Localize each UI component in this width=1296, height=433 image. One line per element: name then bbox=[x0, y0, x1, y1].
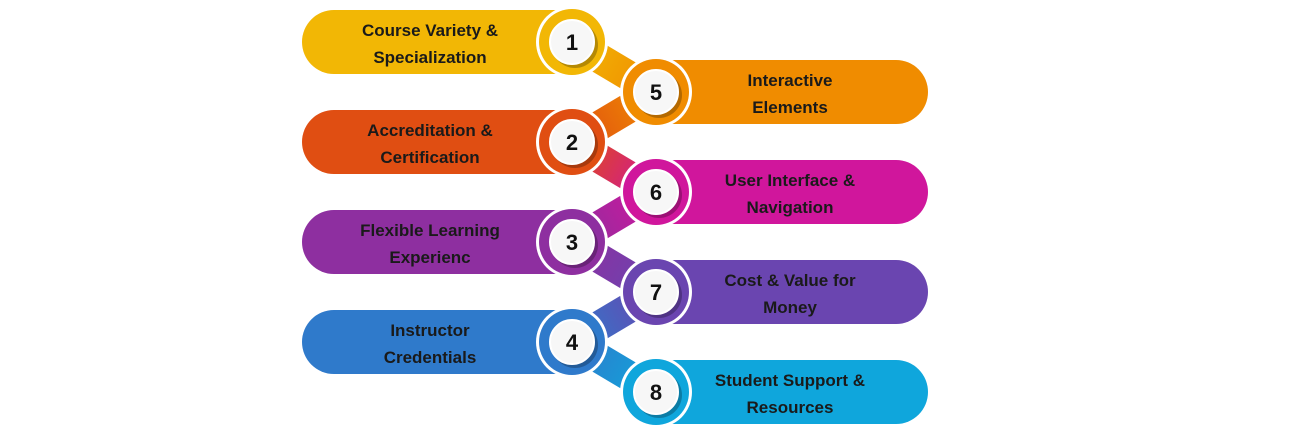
item-pill-1 bbox=[302, 10, 592, 74]
pills: Course Variety & SpecializationAccreditat… bbox=[302, 10, 928, 424]
item-label-line2: Resources bbox=[747, 398, 834, 417]
item-pill-7 bbox=[630, 260, 928, 324]
node-number: 4 bbox=[566, 330, 579, 355]
node-badge bbox=[549, 219, 595, 265]
item-label-line2: Certification bbox=[380, 148, 479, 167]
item-label-line1: Flexible Learning bbox=[360, 221, 500, 240]
node-badge bbox=[549, 319, 595, 365]
node-badge bbox=[633, 69, 679, 115]
item-label-line2: Credentials bbox=[384, 348, 477, 367]
item-label-line2: Navigation bbox=[747, 198, 834, 217]
item-pill-4 bbox=[302, 310, 592, 374]
node-number: 8 bbox=[650, 380, 662, 405]
item-pill-2 bbox=[302, 110, 592, 174]
item-label-line2: Specialization bbox=[373, 48, 486, 67]
item-pill-5 bbox=[630, 60, 928, 124]
item-label-line2: Experienc bbox=[389, 248, 470, 267]
node-number: 5 bbox=[650, 80, 662, 105]
node-badge bbox=[549, 19, 595, 65]
item-label-line1: Student Support & bbox=[715, 371, 865, 390]
item-label-line1: Course Variety & bbox=[362, 21, 498, 40]
nodes: 1 2 3 4 5 6 7 8 bbox=[536, 6, 692, 428]
item-pill-6 bbox=[630, 160, 928, 224]
node-number: 2 bbox=[566, 130, 578, 155]
item-label-line1: Interactive bbox=[747, 71, 832, 90]
node-number: 7 bbox=[650, 280, 662, 305]
node-badge bbox=[633, 169, 679, 215]
node-number: 3 bbox=[566, 230, 578, 255]
item-label-line1: Cost & Value for bbox=[724, 271, 856, 290]
item-label-line1: Accreditation & bbox=[367, 121, 493, 140]
node-badge bbox=[633, 369, 679, 415]
item-pill-8 bbox=[630, 360, 928, 424]
node-badge bbox=[549, 119, 595, 165]
node-badge bbox=[633, 269, 679, 315]
item-pill-3 bbox=[302, 210, 592, 274]
item-label-line2: Money bbox=[763, 298, 817, 317]
item-label-line2: Elements bbox=[752, 98, 828, 117]
node-number: 6 bbox=[650, 180, 662, 205]
node-number: 1 bbox=[566, 30, 578, 55]
item-label-line1: Instructor bbox=[390, 321, 470, 340]
item-label-line1: User Interface & bbox=[725, 171, 855, 190]
